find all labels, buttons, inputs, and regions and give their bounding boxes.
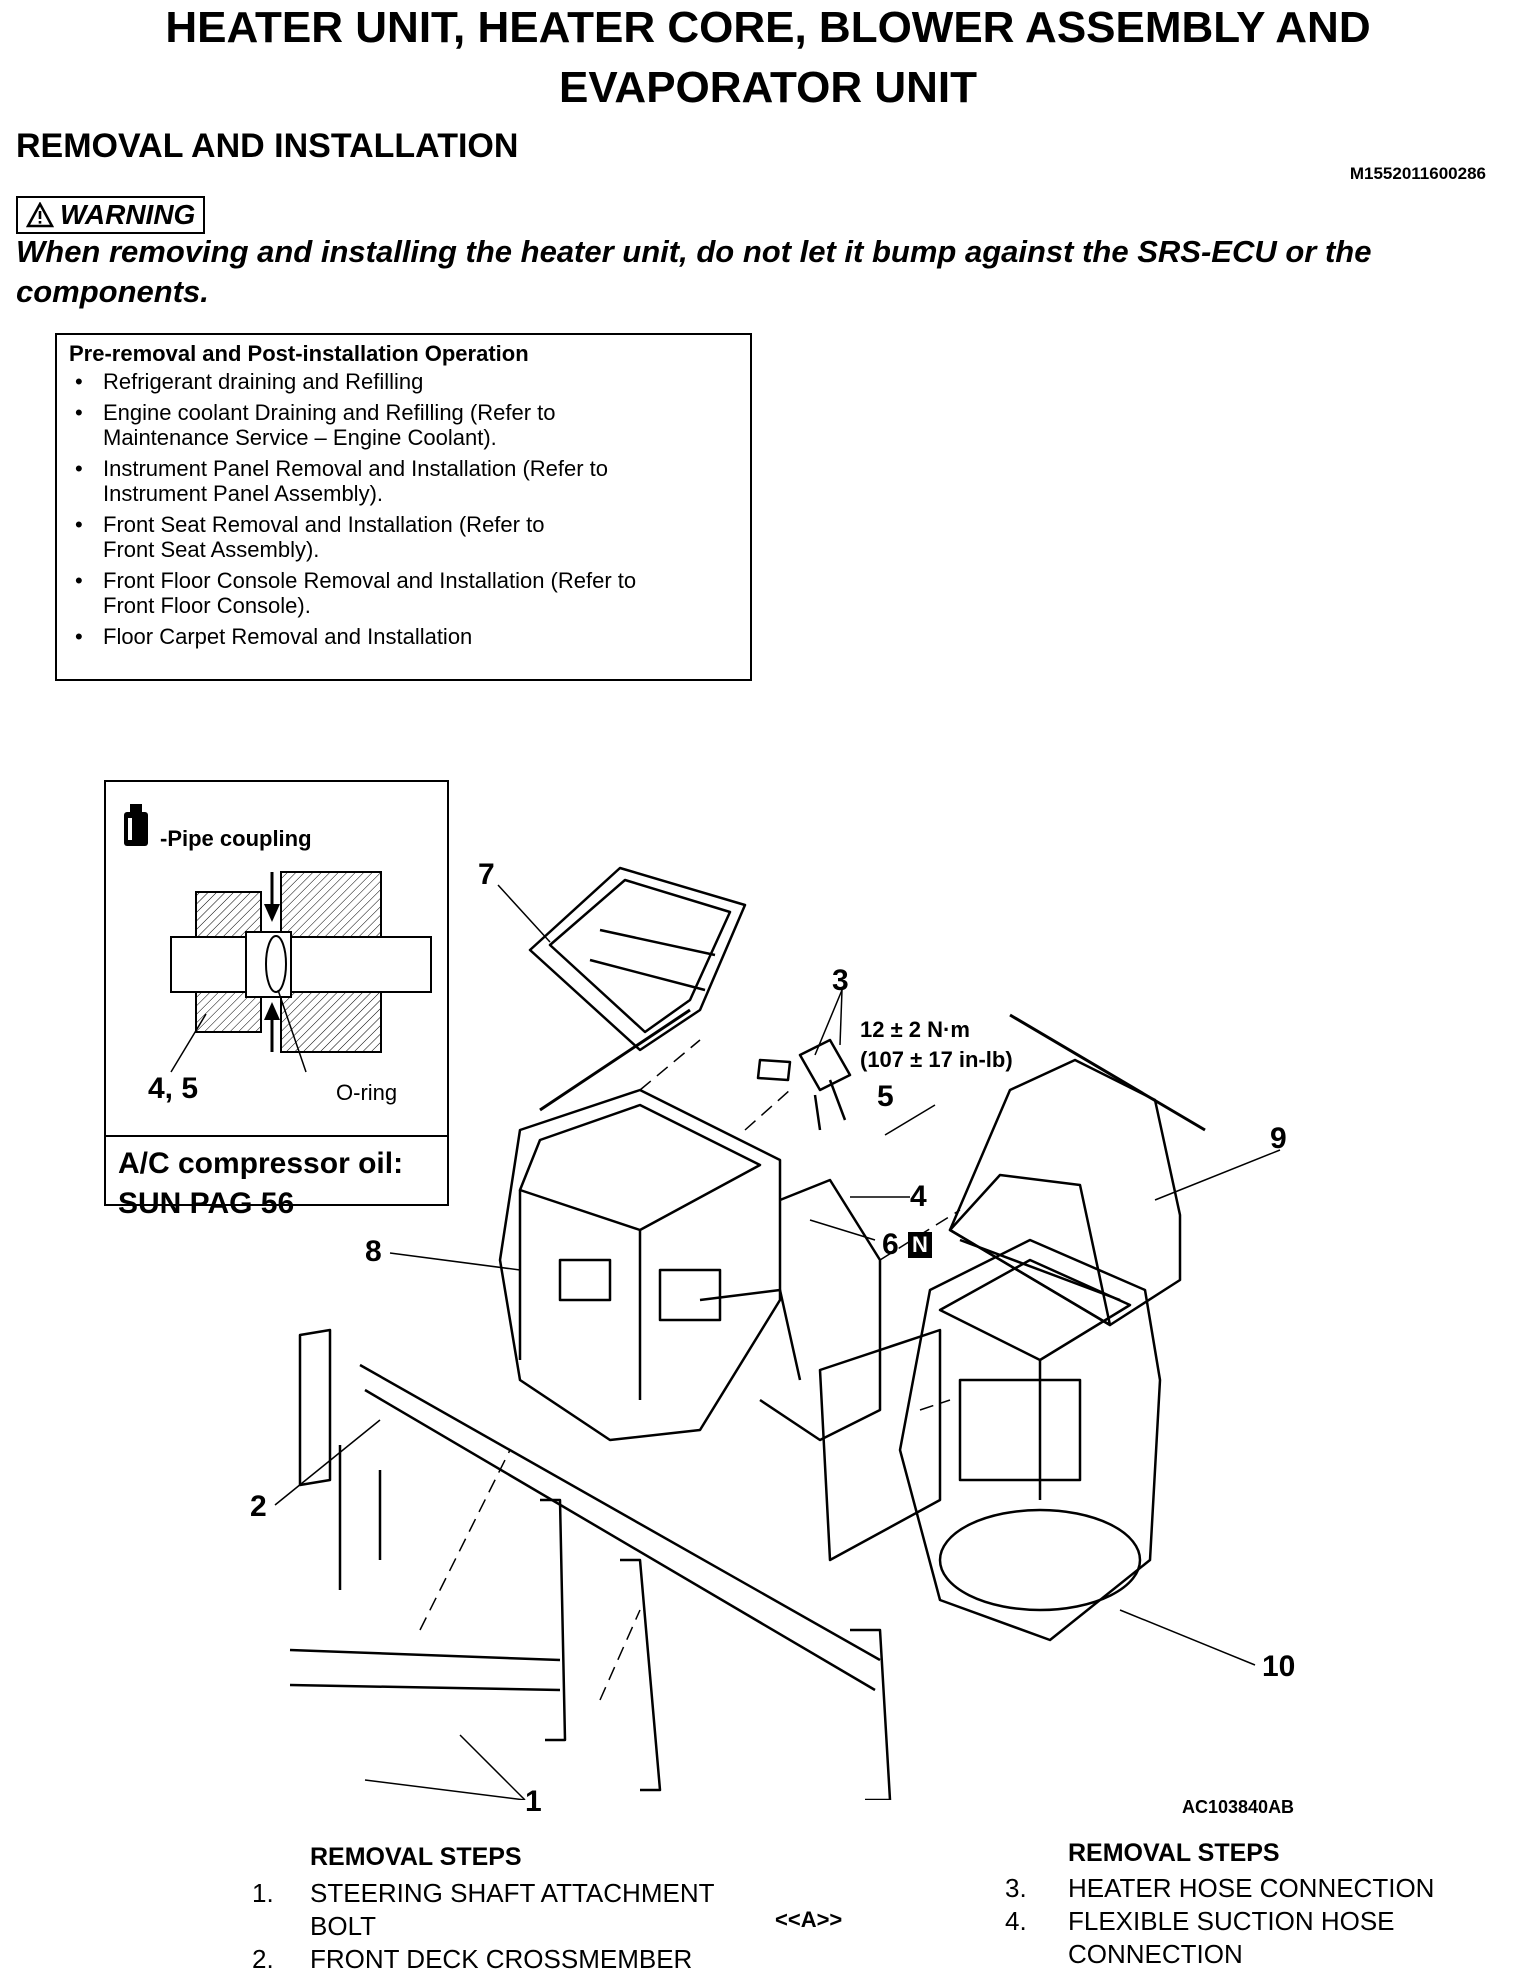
page-title-line2: EVAPORATOR UNIT (558, 63, 978, 112)
step-number: 4. (1005, 1906, 1027, 1936)
blower-assembly-part (818, 1238, 1162, 1642)
document-id: M1552011600286 (1349, 164, 1486, 183)
warning-text: When removing and installing the heater … (16, 234, 1372, 309)
oil-line2: SUN PAG 56 (118, 1187, 295, 1220)
compressor-oil-note: A/C compressor oil: SUN PAG 56 (118, 1144, 403, 1224)
list-item: Refrigerant draining and Refilling (69, 369, 738, 394)
o-ring-label: O-ring (336, 1080, 398, 1105)
callout-3: 3 (832, 964, 849, 997)
step-text-continued: CONNECTION (1068, 1939, 1243, 1969)
step-number: 2. (252, 1944, 274, 1974)
list-item: Front Seat Removal and Installation (Ref… (69, 512, 738, 562)
step-text: FRONT DECK CROSSMEMBER (310, 1944, 693, 1974)
step-text-continued: BOLT (310, 1911, 376, 1941)
callout-6: 6 (882, 1228, 899, 1261)
torque-inlb: (107 ± 17 in-lb) (860, 1047, 1013, 1072)
procedure-marker: <<A>> (775, 1907, 843, 1932)
warning-triangle-icon (26, 202, 54, 228)
pipe-coupling-detail: -Pipe coupling 4, 5 O-ring (106, 782, 447, 1137)
list-item: Front Floor Console Removal and Installa… (69, 568, 738, 618)
pipe-coupling-legend: -Pipe coupling (160, 826, 312, 851)
torque-nm: 12 ± 2 N·m (860, 1017, 970, 1042)
pre-removal-box: Pre-removal and Post-installation Operat… (55, 333, 752, 681)
exploded-diagram (274, 866, 1281, 1800)
callout-7: 7 (478, 858, 495, 891)
warning-badge: WARNING (16, 196, 206, 234)
oil-line1: A/C compressor oil: (118, 1147, 404, 1180)
torque-spec: 12 ± 2 N·m (107 ± 17 in-lb) (860, 1015, 1013, 1075)
front-deck-crossmember-part (289, 1328, 892, 1800)
pipe-coupling-drawing (124, 804, 432, 1073)
step-text: STEERING SHAFT ATTACHMENT (310, 1878, 715, 1908)
warning-label: WARNING (60, 199, 196, 230)
section-subtitle: REMOVAL AND INSTALLATION (16, 127, 519, 165)
callout-8: 8 (365, 1235, 382, 1268)
oil-bottle-icon (124, 804, 148, 846)
parts-label: 4, 5 (148, 1072, 199, 1105)
heater-cover-part (528, 866, 747, 1052)
step-text: HEATER HOSE CONNECTION (1068, 1873, 1435, 1903)
figure-id: AC103840AB (1182, 1797, 1295, 1817)
callout-5: 5 (877, 1080, 894, 1113)
page-title-line1: HEATER UNIT, HEATER CORE, BLOWER ASSEMBL… (165, 3, 1371, 52)
list-item: Floor Carpet Removal and Installation (69, 624, 738, 649)
evaporator-case-part (948, 1058, 1182, 1327)
step-text: FLEXIBLE SUCTION HOSE (1068, 1906, 1395, 1936)
pre-removal-list: Refrigerant draining and Refilling Engin… (69, 369, 738, 649)
removal-steps-heading-left: REMOVAL STEPS (310, 1843, 522, 1871)
callout-9: 9 (1270, 1122, 1287, 1155)
pipe-coupling-inset: -Pipe coupling 4, 5 O-ring A/C compresso… (104, 780, 449, 1220)
removal-steps-heading-right: REMOVAL STEPS (1068, 1839, 1280, 1867)
heater-unit-part (498, 1088, 882, 1442)
list-item: Instrument Panel Removal and Installatio… (69, 456, 738, 506)
step-number: 3. (1005, 1873, 1027, 1903)
callout-1: 1 (525, 1785, 542, 1818)
step-number: 1. (252, 1878, 274, 1908)
heater-hose-part (756, 1038, 852, 1131)
callout-2: 2 (250, 1490, 267, 1523)
list-item: Engine coolant Draining and Refilling (R… (69, 400, 738, 450)
new-part-badge: N (908, 1232, 932, 1258)
pre-removal-heading: Pre-removal and Post-installation Operat… (69, 341, 529, 366)
callout-4: 4 (910, 1180, 927, 1213)
callout-10: 10 (1262, 1650, 1296, 1683)
